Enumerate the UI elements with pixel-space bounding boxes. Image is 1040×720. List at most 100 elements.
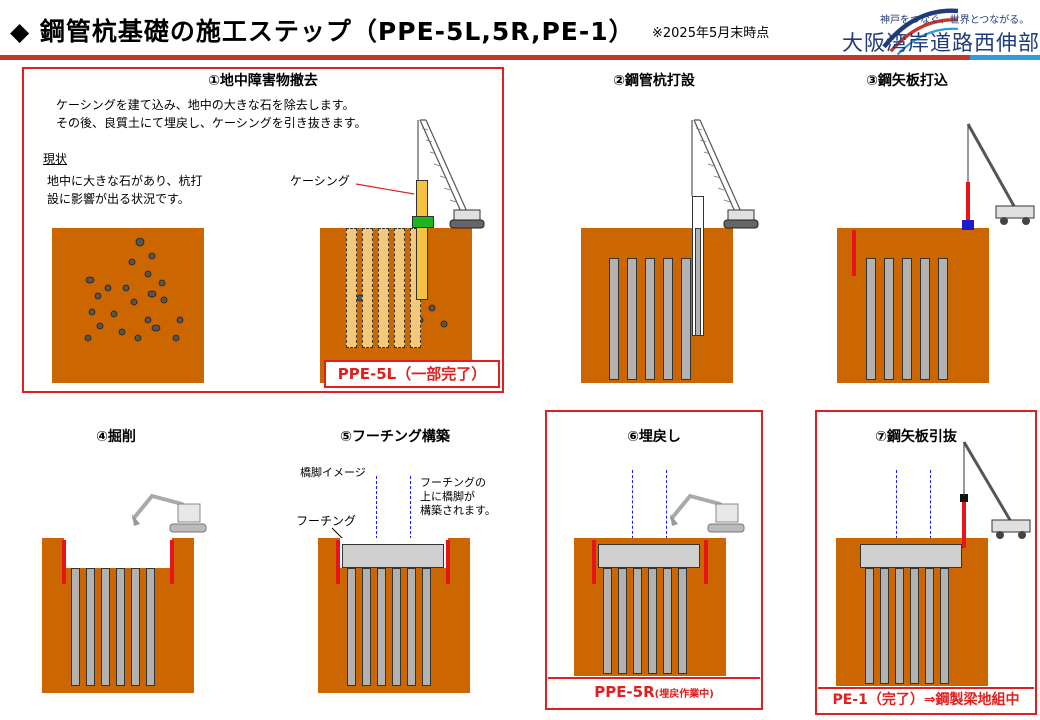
- header-divider-accent: [970, 55, 1040, 60]
- pier-outline-left: [632, 470, 633, 544]
- footing-label: フーチング: [296, 514, 357, 528]
- pile: [422, 568, 431, 686]
- pile: [663, 568, 672, 674]
- step1-desc-line2: その後、良質土にて埋戻し、ケーシングを引き抜きます。: [56, 116, 367, 130]
- step2-ground: [581, 228, 733, 383]
- pier-image-label: 橋脚イメージ: [300, 466, 366, 479]
- pile: [648, 568, 657, 674]
- sheet-pile-right: [170, 540, 174, 584]
- casing-label: ケーシング: [290, 174, 350, 188]
- step6-badge-sub: (埋戻作業中): [654, 689, 714, 700]
- step5-note-line1: フーチングの: [420, 476, 486, 489]
- pile: [925, 568, 934, 684]
- step7-frame: [815, 410, 1037, 715]
- step1-status-badge: PPE-5L（一部完了）: [324, 360, 500, 388]
- pile: [71, 568, 80, 686]
- pile: [902, 258, 912, 380]
- pile: [633, 568, 642, 674]
- pile: [678, 568, 687, 674]
- pile: [347, 568, 356, 686]
- step6-badge-main: PPE-5R: [594, 683, 655, 701]
- sheet-pile-left: [62, 540, 66, 584]
- step5-note-line2: 上に橋脚が: [420, 490, 475, 503]
- step6-title: ⑥埋戻し: [627, 429, 681, 445]
- pile: [392, 568, 401, 686]
- pile: [910, 568, 919, 684]
- sheet-pile-right: [446, 540, 450, 584]
- pier-outline-right: [410, 476, 411, 544]
- step1-frame: [22, 67, 504, 393]
- pile: [880, 568, 889, 684]
- replaced-column-2: [362, 228, 373, 348]
- boulders-icon: [84, 237, 184, 342]
- pile: [920, 258, 930, 380]
- step1-current-line1: 地中に大きな石があり、杭打: [47, 174, 203, 188]
- step1-current-line2: 設に影響が出る状況です。: [47, 192, 190, 206]
- pier-outline-left: [376, 476, 377, 544]
- replaced-column-4: [394, 228, 405, 348]
- sheet-pile-right: [704, 540, 708, 584]
- brand-tagline: 神戸をつなぐ、世界とつながる。: [880, 15, 1030, 26]
- casing-leader-line: [355, 183, 415, 195]
- page-title: ◆ 鋼管杭基礎の施工ステップ（PPE-5L,5R,PE-1）: [10, 17, 635, 46]
- truck-crane-icon: [966, 123, 1035, 225]
- sheet-pile-right: [966, 182, 970, 230]
- vibro-hammer: [960, 494, 968, 502]
- pile: [895, 568, 904, 684]
- pile: [884, 258, 894, 380]
- pile: [865, 568, 874, 684]
- step5-note-line3: 構築されます。: [420, 504, 496, 517]
- footing: [342, 544, 444, 568]
- pile: [131, 568, 140, 686]
- casing: [416, 180, 428, 300]
- sheet-pile-extracted: [962, 498, 966, 548]
- excavation-pit: [64, 538, 172, 568]
- pile: [938, 258, 948, 380]
- pile: [663, 258, 673, 380]
- step1-ground-before: [52, 228, 204, 383]
- step1-title: ①地中障害物撤去: [208, 73, 318, 89]
- step7-status-badge: PE-1（完了）⇒鋼製梁地組中: [818, 687, 1034, 713]
- pier-outline-right: [666, 470, 667, 544]
- step3-ground: [837, 228, 989, 383]
- date-note: ※2025年5月末時点: [652, 26, 770, 41]
- replaced-column-3: [378, 228, 389, 348]
- pile: [362, 568, 371, 686]
- step1-desc-line1: ケーシングを建て込み、地中の大きな石を除去します。: [56, 98, 355, 112]
- pile: [681, 258, 691, 380]
- footing: [860, 544, 962, 568]
- excavator-icon: [670, 493, 745, 533]
- pier-outline-right: [930, 470, 931, 544]
- pile: [645, 258, 655, 380]
- pile: [407, 568, 416, 686]
- brand-logo-icon: [882, 8, 959, 56]
- vibro-hammer: [962, 220, 974, 230]
- step6-status-badge: PPE-5R(埋戻作業中): [548, 677, 760, 707]
- excavator-icon: [132, 493, 207, 533]
- step4-title: ④掘削: [96, 429, 136, 445]
- brand-name: 大阪湾岸道路西伸部: [842, 31, 1040, 55]
- step3-title: ③鋼矢板打込: [866, 73, 948, 89]
- step7-title: ⑦鋼矢板引抜: [875, 429, 957, 445]
- sheet-pile-left: [852, 230, 856, 276]
- footing: [598, 544, 700, 568]
- pile: [618, 568, 627, 674]
- crawler-crane-icon: [417, 119, 485, 229]
- truck-crane-icon: [962, 441, 1031, 539]
- casing-clamp: [412, 216, 434, 228]
- pile: [609, 258, 619, 380]
- crawler-crane-icon: [691, 119, 759, 229]
- header-divider: [0, 55, 970, 60]
- pile: [866, 258, 876, 380]
- pile: [940, 568, 949, 684]
- pile: [101, 568, 110, 686]
- step2-title: ②鋼管杭打設: [613, 73, 695, 89]
- replaced-column-1: [346, 228, 357, 348]
- pile-being-driven-lower: [695, 228, 701, 336]
- step1-current-label: 現状: [43, 152, 68, 166]
- pile: [627, 258, 637, 380]
- pile: [603, 568, 612, 674]
- pile: [116, 568, 125, 686]
- pier-outline-left: [896, 470, 897, 544]
- sheet-pile-left: [336, 540, 340, 584]
